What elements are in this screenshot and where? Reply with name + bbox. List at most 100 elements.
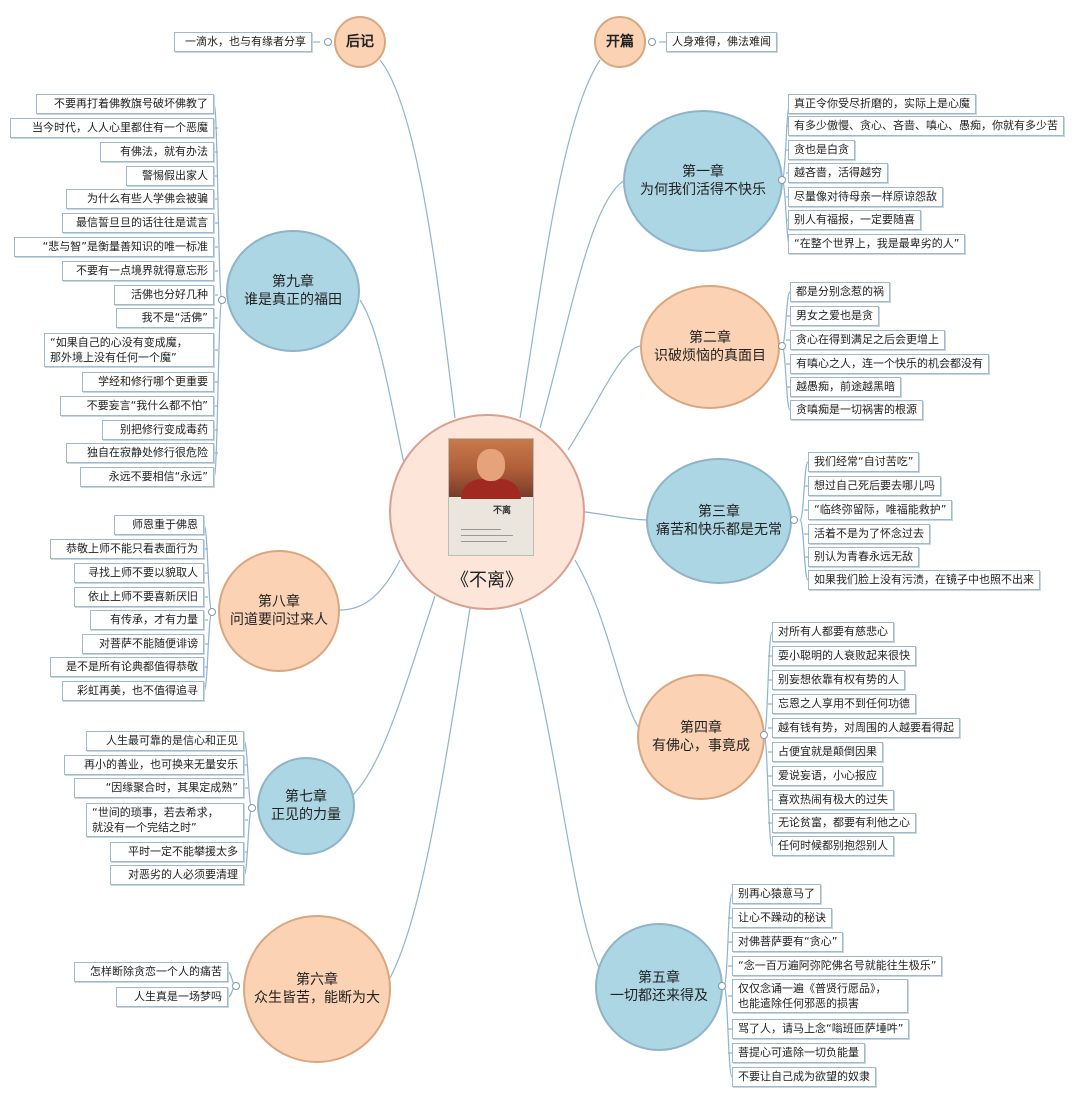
- leaf-ch9-7[interactable]: 不要有一点境界就得意忘形: [62, 261, 214, 281]
- collapse-knob[interactable]: [760, 731, 768, 739]
- leaf-ch1-4[interactable]: 尽量像对待母亲一样原谅怨敌: [788, 187, 943, 207]
- leaf-ch6-0[interactable]: 怎样断除贪恋一个人的痛苦: [74, 962, 228, 982]
- leaf-ch1-0[interactable]: 真正令你受尽折磨的，实际上是心魔: [788, 94, 976, 114]
- topic-ch8[interactable]: 第八章 问道要问过来人: [218, 550, 340, 672]
- leaf-ch5-2[interactable]: 对佛菩萨要有“贪心”: [732, 932, 844, 952]
- leaf-ch2-5[interactable]: 贪嗔痴是一切祸害的根源: [790, 400, 923, 420]
- collapse-knob[interactable]: [778, 176, 786, 184]
- leaf-ch4-9[interactable]: 任何时候都别抱怨别人: [772, 836, 894, 856]
- leaf-ch9-6[interactable]: “悲与智”是衡量善知识的唯一标准: [14, 237, 214, 257]
- leaf-ch2-4[interactable]: 越愚痴，前途越黑暗: [790, 377, 901, 397]
- leaf-ch1-3[interactable]: 越吝啬，活得越穷: [788, 163, 888, 183]
- leaf-houji-0[interactable]: 一滴水，也与有缘者分享: [174, 32, 312, 52]
- leaf-ch9-8[interactable]: 活佛也分好几种: [114, 285, 214, 305]
- leaf-ch9-3[interactable]: 警惕假出家人: [126, 166, 214, 186]
- leaf-ch4-2[interactable]: 别妄想依靠有权有势的人: [772, 670, 905, 690]
- link-ch1: [539, 179, 626, 429]
- leaf-ch8-4[interactable]: 有传承，才有力量: [90, 610, 204, 630]
- leaf-ch9-14[interactable]: 别把修行变成毒药: [102, 420, 214, 440]
- topic-ch9[interactable]: 第九章 谁是真正的福田: [226, 230, 360, 352]
- leaf-ch4-4[interactable]: 越有钱有势，对周围的人越要看得起: [772, 718, 960, 738]
- collapse-knob[interactable]: [778, 342, 786, 350]
- leaf-ch8-2[interactable]: 寻找上师不要以貌取人: [74, 563, 204, 583]
- leaf-ch9-5[interactable]: 最信誓旦旦的话往往是谎言: [62, 213, 214, 233]
- collapse-knob[interactable]: [790, 516, 798, 524]
- leaf-ch8-3[interactable]: 依止上师不要喜新厌旧: [74, 587, 204, 607]
- collapse-knob[interactable]: [324, 38, 332, 46]
- leaf-ch9-13[interactable]: 不要妄言“我什么都不怕”: [60, 396, 214, 416]
- leaf-ch1-5[interactable]: 别人有福报，一定要随喜: [788, 210, 921, 230]
- leaf-ch4-8[interactable]: 无论贫富，都要有利他之心: [772, 813, 916, 833]
- leaf-ch7-5[interactable]: 平时一定不能攀援太多: [110, 842, 244, 862]
- leaf-ch4-6[interactable]: 爱说妄语，小心报应: [772, 766, 883, 786]
- collapse-knob[interactable]: [718, 982, 726, 990]
- topic-houji[interactable]: 后记: [334, 16, 386, 68]
- leaf-ch1-6[interactable]: “在整个世界上，我是最卑劣的人”: [788, 234, 966, 254]
- book-cover-title: 不离: [492, 506, 511, 516]
- leaf-ch2-0[interactable]: 都是分别念惹的祸: [790, 282, 890, 302]
- leaf-ch9-0[interactable]: 不要再打着佛教旗号破坏佛教了: [36, 94, 214, 114]
- topic-ch5[interactable]: 第五章 一切都还来得及: [595, 923, 723, 1051]
- link-ch5: [519, 607, 601, 971]
- leaf-ch4-5[interactable]: 占便宜就是颠倒因果: [772, 742, 883, 762]
- leaf-ch8-1[interactable]: 恭敬上师不能只看表面行为: [50, 539, 204, 559]
- leaf-ch5-7[interactable]: 菩提心可遣除一切负能量: [732, 1043, 865, 1063]
- leaf-ch2-1[interactable]: 男女之爱也是贪: [790, 306, 879, 326]
- leaf-ch4-1[interactable]: 耍小聪明的人衰败起来很快: [772, 646, 916, 666]
- leaf-ch3-3[interactable]: 活着不是为了怀念过去: [808, 524, 930, 544]
- leaf-ch9-2[interactable]: 有佛法，就有办法: [100, 142, 214, 162]
- topic-ch3[interactable]: 第三章 痛苦和快乐都是无常: [646, 458, 792, 584]
- leaf-ch5-0[interactable]: 别再心猿意马了: [732, 884, 821, 904]
- link-ch4: [574, 559, 641, 731]
- topic-ch6[interactable]: 第六章 众生皆苦，能断为大: [243, 915, 391, 1063]
- leaf-ch3-1[interactable]: 想过自己死后要去哪儿吗: [808, 476, 941, 496]
- leaf-kaipian-0[interactable]: 人身难得，佛法难闻: [666, 32, 777, 52]
- collapse-knob[interactable]: [248, 804, 256, 812]
- leaf-ch2-2[interactable]: 贪心在得到满足之后会更增上: [790, 330, 945, 350]
- collapse-knob[interactable]: [648, 38, 656, 46]
- link-ch3: [584, 511, 649, 521]
- leaf-ch1-1[interactable]: 有多少傲慢、贪心、吝啬、嗔心、愚痴，你就有多少苦: [788, 116, 1064, 136]
- leaf-ch4-7[interactable]: 喜欢热闹有极大的过失: [772, 790, 894, 810]
- leaf-ch7-3[interactable]: “世间的琐事，若去希求， 就没有一个完结之时”: [86, 803, 244, 837]
- leaf-ch4-3[interactable]: 忘恩之人享用不到任何功德: [772, 694, 916, 714]
- leaf-ch3-5[interactable]: 如果我们脸上没有污渍，在镜子中也照不出来: [808, 570, 1040, 590]
- topic-kaipian[interactable]: 开篇: [594, 16, 646, 68]
- leaf-ch4-0[interactable]: 对所有人都要有慈悲心: [772, 622, 894, 642]
- leaf-ch7-2[interactable]: “因缘聚合时，其果定成熟”: [74, 778, 244, 798]
- leaf-ch8-6[interactable]: 是不是所有论典都值得恭敬: [50, 657, 204, 677]
- leaf-ch9-1[interactable]: 当今时代，人人心里都住有一个恶魔: [10, 118, 214, 138]
- leaf-ch5-4[interactable]: 仅仅念诵一遍《普贤行愿品》， 也能遣除任何邪恶的损害: [732, 979, 908, 1013]
- leaf-ch7-1[interactable]: 再小的善业，也可换来无量安乐: [64, 755, 244, 775]
- leaf-ch8-7[interactable]: 彩虹再美，也不值得追寻: [62, 681, 204, 701]
- leaf-ch8-5[interactable]: 对菩萨不能随便诽谤: [82, 634, 204, 654]
- leaf-ch8-0[interactable]: 师恩重于佛恩: [114, 515, 204, 535]
- collapse-knob[interactable]: [232, 982, 240, 990]
- leaf-ch5-6[interactable]: 骂了人，请马上念“嗡班匝萨埵吽”: [732, 1019, 910, 1039]
- topic-ch4[interactable]: 第四章 有佛心，事竟成: [637, 674, 765, 800]
- topic-ch7[interactable]: 第七章 正见的力量: [257, 757, 355, 855]
- collapse-knob[interactable]: [218, 296, 226, 304]
- leaf-ch3-2[interactable]: “临终弥留际，唯福能救护”: [808, 500, 953, 520]
- leaf-ch5-8[interactable]: 不要让自己成为欲望的奴隶: [732, 1067, 876, 1087]
- leaf-ch3-0[interactable]: 我们经常“自讨苦吃”: [808, 452, 920, 472]
- leaf-ch3-4[interactable]: 别认为青春永远无敌: [808, 547, 919, 567]
- leaf-ch5-1[interactable]: 让心不躁动的秘诀: [732, 908, 832, 928]
- topic-ch2[interactable]: 第二章 识破烦恼的真面目: [640, 285, 780, 409]
- leaf-ch9-16[interactable]: 永远不要相信“永远”: [80, 467, 214, 487]
- leaf-ch9-9[interactable]: 我不是“活佛”: [116, 308, 214, 328]
- leaf-ch9-15[interactable]: 独自在寂静处修行很危险: [66, 443, 214, 463]
- leaf-ch9-12[interactable]: 学经和修行哪个更重要: [82, 372, 214, 392]
- leaf-ch5-3[interactable]: “念一百万遍阿弥陀佛名号就能往生极乐”: [732, 956, 943, 976]
- leaf-ch6-1[interactable]: 人生真是一场梦吗: [116, 987, 228, 1007]
- leaf-ch2-3[interactable]: 有嗔心之人，连一个快乐的机会都没有: [790, 354, 989, 374]
- leaf-ch9-4[interactable]: 为什么有些人学佛会被骗: [66, 189, 214, 209]
- leaf-ch9-10[interactable]: “如果自己的心没有变成魔， 那外境上没有任何一个魔”: [44, 333, 214, 367]
- central-topic-title: 《不离》: [451, 570, 523, 591]
- topic-ch1[interactable]: 第一章 为何我们活得不快乐: [623, 110, 783, 252]
- leaf-ch7-6[interactable]: 对恶劣的人必须要清理: [110, 865, 244, 885]
- leaf-ch7-0[interactable]: 人生最可靠的是信心和正见: [86, 731, 244, 751]
- leaf-ch1-2[interactable]: 贪也是白贪: [788, 140, 855, 160]
- collapse-knob[interactable]: [208, 608, 216, 616]
